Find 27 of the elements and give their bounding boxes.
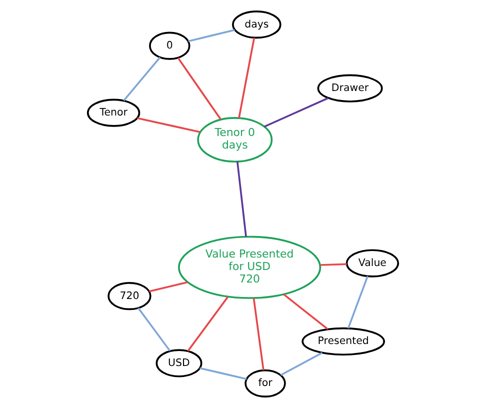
node-ellipse: Value Presented for USD 720 xyxy=(178,236,321,299)
connector xyxy=(282,294,328,330)
node-ellipse: Tenor xyxy=(86,98,140,127)
connector xyxy=(280,352,322,376)
connector xyxy=(238,38,255,118)
node-ellipse: for xyxy=(244,369,286,398)
node-ellipse: Drawer xyxy=(316,74,382,102)
connector xyxy=(188,29,234,42)
connector xyxy=(263,97,328,128)
node-ellipse: Value xyxy=(345,249,399,278)
connector xyxy=(137,308,170,352)
connector xyxy=(320,263,346,266)
connector xyxy=(122,56,160,102)
connector xyxy=(252,298,264,370)
node-ellipse: Presented xyxy=(301,327,384,356)
node-ellipse: Tenor 0 days xyxy=(196,117,272,163)
connector xyxy=(199,367,246,380)
node-ellipse: 720 xyxy=(107,282,151,310)
node-ellipse: 0 xyxy=(148,32,190,60)
node-ellipse: USD xyxy=(155,349,202,378)
connector xyxy=(346,276,368,329)
connector xyxy=(148,281,188,292)
connector xyxy=(186,296,228,352)
connector xyxy=(136,117,200,134)
node-ellipse: days xyxy=(232,10,281,39)
connector xyxy=(176,57,222,120)
connector xyxy=(236,161,246,237)
